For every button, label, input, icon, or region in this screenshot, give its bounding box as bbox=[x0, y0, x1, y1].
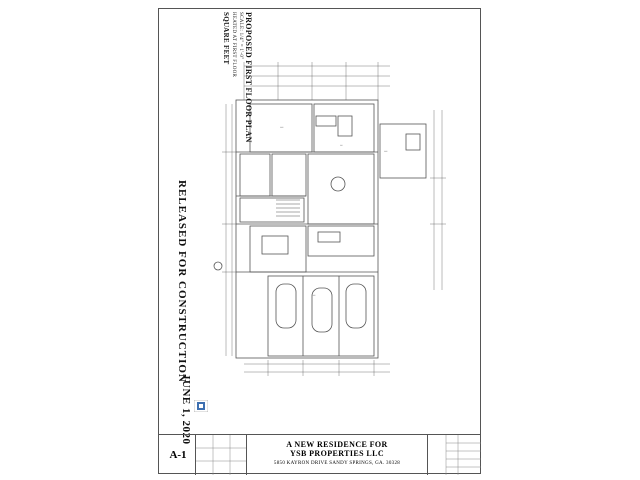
released-note: RELEASED FOR CONSTRUCTION bbox=[176, 180, 188, 383]
architect-logo bbox=[194, 400, 208, 412]
svg-text:▪▪▪▪: ▪▪▪▪ bbox=[280, 126, 284, 129]
sheet-heated-line: HEATED AT FIRST FLOOR bbox=[231, 12, 236, 78]
plan-car-3 bbox=[345, 283, 367, 329]
client-name: YSB PROPERTIES LLC bbox=[289, 449, 385, 458]
title-block-revisions bbox=[428, 435, 481, 475]
drawing-sheet bbox=[158, 8, 481, 474]
sheet-sqft-line: SQUARE FEET bbox=[222, 12, 231, 65]
sheet-number: A-1 bbox=[169, 449, 187, 461]
plan-room-porch bbox=[379, 123, 427, 179]
plan-car-2 bbox=[311, 287, 333, 333]
plan-section-marker bbox=[213, 261, 223, 271]
project-address: 5850 KAYRON DRIVE SANDY SPRINGS, GA. 303… bbox=[273, 461, 401, 466]
revision-grid bbox=[445, 435, 481, 475]
title-block-info-cells bbox=[195, 435, 247, 475]
svg-text:▪▪▪▪: ▪▪▪▪ bbox=[384, 150, 388, 153]
project-title: A NEW RESIDENCE FOR bbox=[286, 440, 388, 449]
title-block: A-1 A NEW RESIDENCE FOR YSB PROPERTIES L… bbox=[158, 434, 481, 475]
svg-text:▪▪▪: ▪▪▪ bbox=[340, 144, 343, 147]
title-block-grid bbox=[196, 435, 247, 475]
title-block-project: A NEW RESIDENCE FOR YSB PROPERTIES LLC 5… bbox=[246, 435, 428, 475]
plan-garage bbox=[267, 275, 375, 357]
plan-outer-wall bbox=[235, 99, 379, 359]
plan-car-1 bbox=[275, 283, 297, 329]
plan-room-dining bbox=[249, 225, 307, 273]
plan-room-kitchen bbox=[307, 153, 375, 225]
sheet-title-line: PROPOSED FIRST FLOOR PLAN bbox=[244, 12, 253, 143]
svg-text:▪▪▪▪: ▪▪▪▪ bbox=[312, 294, 316, 297]
sheet-title: PROPOSED FIRST FLOOR PLAN SCALE: 1/4" = … bbox=[222, 12, 254, 143]
plan-room-family bbox=[313, 103, 375, 153]
